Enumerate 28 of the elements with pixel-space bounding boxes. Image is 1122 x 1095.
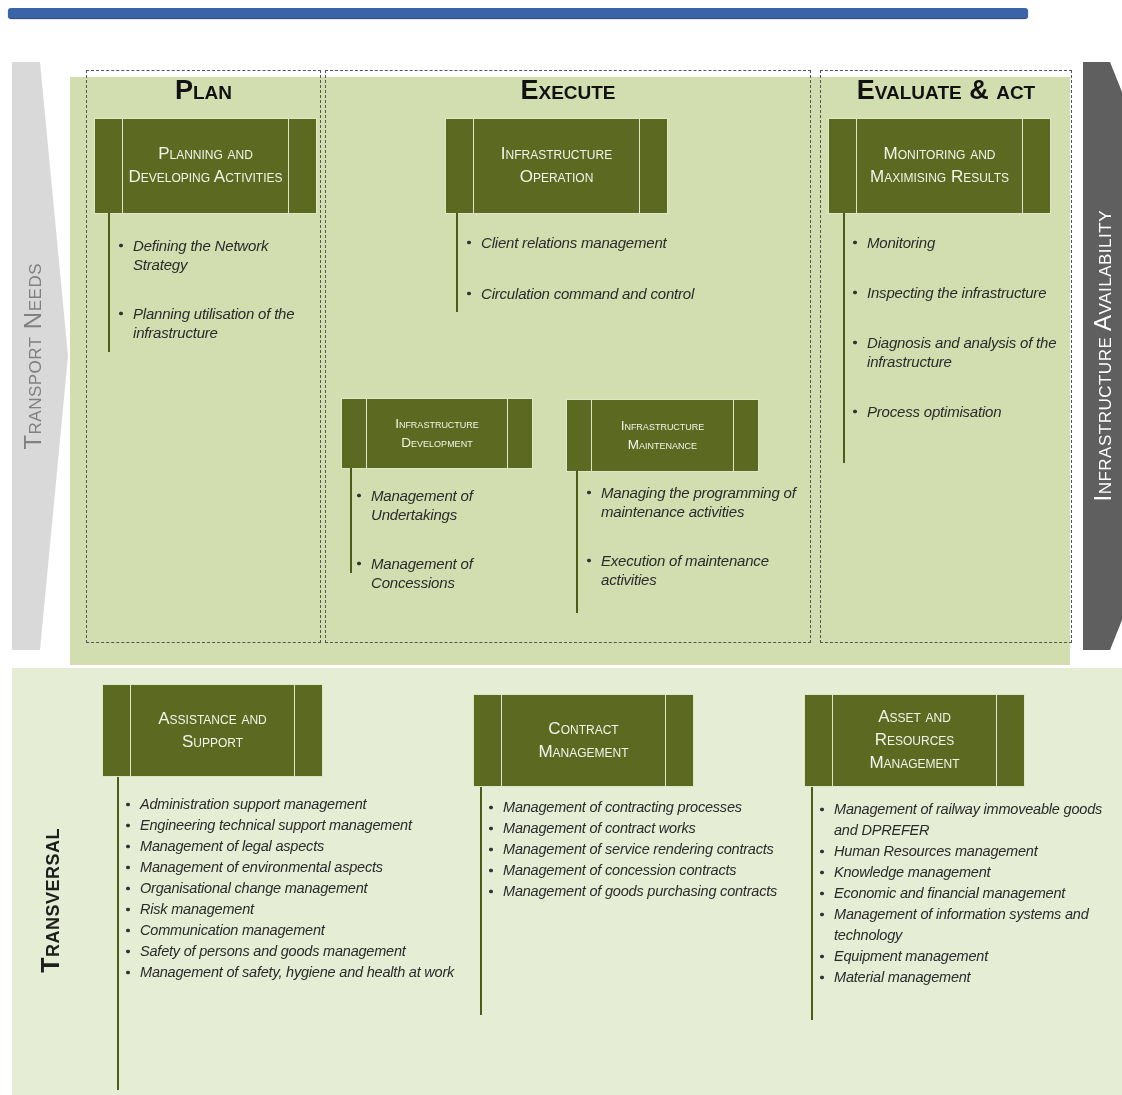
chevron-band [12, 62, 68, 650]
process-box [102, 684, 323, 777]
column-heading: Plan [173, 75, 234, 105]
band-background [12, 668, 1122, 1095]
column-heading: Evaluate & act [855, 75, 1037, 105]
chevron-band [1083, 62, 1122, 650]
column-heading: Execute [519, 75, 617, 105]
band-label: Transversal [36, 828, 65, 973]
dashed-column-frame [86, 70, 321, 643]
process-box [473, 694, 694, 787]
box-title: Infrastructure Maintenance [619, 417, 706, 454]
box-title: Contract Management [537, 717, 630, 763]
process-box [341, 398, 533, 469]
process-box [94, 118, 317, 214]
dashed-column-frame [820, 70, 1072, 643]
box-title: Infrastructure Operation [499, 143, 614, 188]
process-box [566, 399, 759, 472]
box-title: Assistance and Support [157, 707, 268, 753]
box-title: Infrastructure Development [394, 415, 480, 452]
band-label: Infrastructure Availability [1088, 210, 1117, 502]
process-box [804, 694, 1025, 787]
box-title: Asset and Resources Management [868, 706, 961, 774]
process-box [828, 118, 1051, 214]
box-title: Planning and Developing Activities [127, 143, 284, 188]
dashed-column-frame [325, 70, 811, 643]
box-title: Monitoring and Maximising Results [869, 143, 1010, 188]
band-label: Transport Needs [19, 262, 47, 450]
process-box [445, 118, 668, 214]
